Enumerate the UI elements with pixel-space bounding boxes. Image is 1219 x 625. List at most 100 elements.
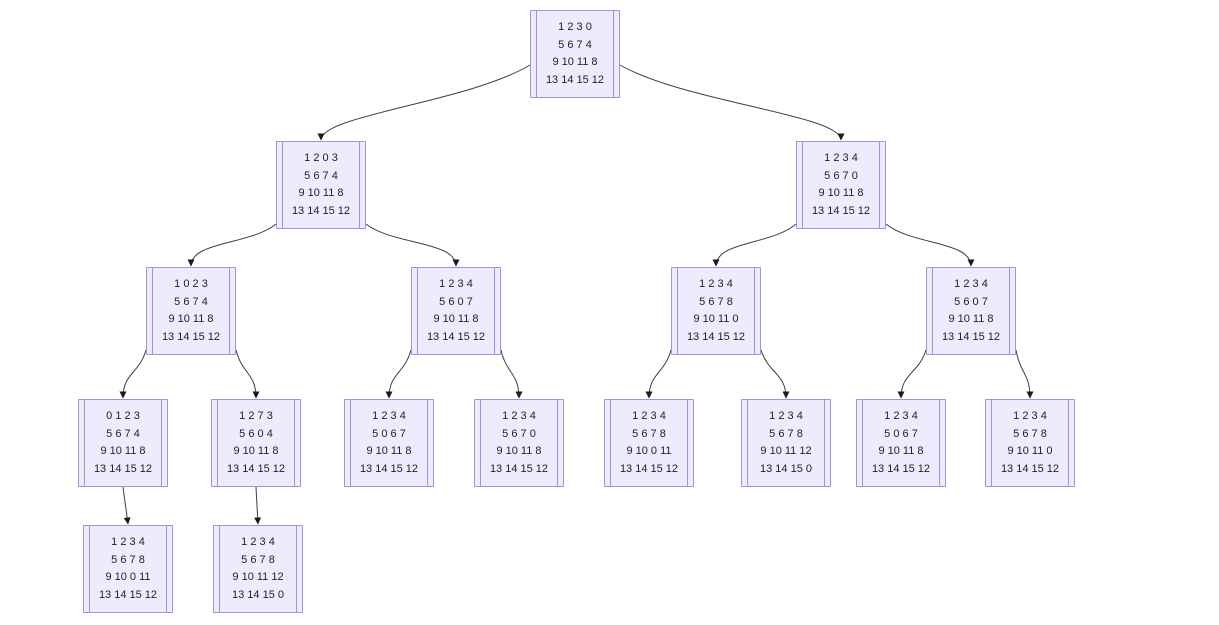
node-grid-row: 13 14 15 12	[359, 462, 419, 475]
tree-edge	[385, 349, 412, 399]
puzzle-grid: 1 2 3 0 5 6 7 4 9 10 11 8 13 14 15 12	[536, 11, 614, 97]
tree-edge	[500, 349, 523, 399]
tree-node: 1 2 3 4 5 6 7 8 9 10 11 0 13 14 15 12	[671, 267, 761, 355]
tree-edge	[897, 349, 927, 399]
puzzle-grid: 1 2 3 4 5 6 7 8 9 10 11 12 13 14 15 0	[219, 526, 297, 612]
node-grid-row: 13 14 15 12	[619, 462, 679, 475]
tree-edge	[365, 223, 460, 267]
node-grid-row: 13 14 15 12	[545, 73, 605, 86]
node-grid-row: 1 2 3 4	[241, 536, 275, 548]
node-grid-row: 9 10 11 0	[1007, 445, 1053, 457]
node-grid-row: 1 2 3 4	[1013, 410, 1047, 422]
node-grid-row: 9 10 11 8	[366, 445, 412, 457]
node-grid-row: 1 2 3 4	[824, 152, 858, 164]
node-grid-row: 9 10 11 8	[433, 313, 479, 325]
tree-node: 1 2 3 4 5 6 0 7 9 10 11 8 13 14 15 12	[411, 267, 501, 355]
node-grid-row: 1 2 0 3	[304, 152, 338, 164]
node-grid-row: 13 14 15 12	[1000, 462, 1060, 475]
tree-node: 1 2 3 4 5 6 7 8 9 10 0 11 13 14 15 12	[604, 399, 694, 487]
puzzle-grid: 1 2 3 4 5 6 7 8 9 10 0 11 13 14 15 12	[89, 526, 167, 612]
tree-edge	[235, 349, 260, 399]
tree-edge	[187, 223, 277, 267]
node-grid-row: 5 6 7 8	[241, 553, 275, 566]
node-grid-row: 1 2 3 4	[884, 410, 918, 422]
puzzle-grid: 1 2 3 4 5 6 7 0 9 10 11 8 13 14 15 12	[802, 142, 880, 228]
puzzle-grid: 1 2 3 4 5 6 7 8 9 10 11 0 13 14 15 12	[677, 268, 755, 354]
node-grid-row: 9 10 11 8	[948, 313, 994, 325]
tree-node: 1 2 3 4 5 6 7 8 9 10 11 12 13 14 15 0	[741, 399, 831, 487]
node-grid-row: 1 2 3 4	[372, 410, 406, 422]
tree-node: 1 2 3 4 5 0 6 7 9 10 11 8 13 14 15 12	[344, 399, 434, 487]
node-grid-row: 13 14 15 12	[226, 462, 286, 475]
node-grid-row: 5 6 7 0	[502, 427, 536, 440]
node-grid-row: 1 2 3 4	[439, 278, 473, 290]
puzzle-grid: 1 2 3 4 5 6 0 7 9 10 11 8 13 14 15 12	[417, 268, 495, 354]
node-grid-row: 5 6 7 4	[106, 427, 140, 440]
puzzle-grid: 1 2 3 4 5 6 7 8 9 10 0 11 13 14 15 12	[610, 400, 688, 486]
node-grid-row: 1 2 3 4	[502, 410, 536, 422]
node-grid-row: 1 0 2 3	[174, 278, 208, 290]
tree-edge	[254, 486, 262, 525]
node-grid-row: 5 6 0 7	[954, 295, 988, 308]
tree-node: 1 2 3 4 5 6 7 0 9 10 11 8 13 14 15 12	[474, 399, 564, 487]
node-grid-row: 9 10 11 8	[100, 445, 146, 457]
tree-edge	[119, 349, 147, 399]
tree-edge	[885, 223, 975, 267]
node-grid-row: 5 6 0 4	[239, 427, 273, 440]
tree-edge	[1015, 349, 1034, 399]
node-grid-row: 1 2 3 4	[769, 410, 803, 422]
node-grid-row: 13 14 15 12	[426, 330, 486, 343]
node-grid-row: 9 10 11 8	[878, 445, 924, 457]
puzzle-grid: 1 2 7 3 5 6 0 4 9 10 11 8 13 14 15 12	[217, 400, 295, 486]
node-grid-row: 5 6 7 8	[769, 427, 803, 440]
tree-node: 1 2 3 4 5 6 7 0 9 10 11 8 13 14 15 12	[796, 141, 886, 229]
node-grid-row: 9 10 11 0	[693, 313, 739, 325]
node-grid-row: 13 14 15 12	[161, 330, 221, 343]
node-grid-row: 5 6 7 4	[174, 295, 208, 308]
node-grid-row: 5 6 7 8	[1013, 427, 1047, 440]
node-grid-row: 1 2 3 4	[632, 410, 666, 422]
puzzle-grid: 1 2 3 4 5 6 7 8 9 10 11 0 13 14 15 12	[991, 400, 1069, 486]
tree-node: 1 2 3 4 5 6 0 7 9 10 11 8 13 14 15 12	[926, 267, 1016, 355]
node-grid-row: 13 14 15 0	[232, 588, 284, 601]
node-grid-row: 5 6 7 4	[558, 38, 592, 51]
puzzle-grid: 1 0 2 3 5 6 7 4 9 10 11 8 13 14 15 12	[152, 268, 230, 354]
puzzle-grid: 1 2 3 4 5 0 6 7 9 10 11 8 13 14 15 12	[350, 400, 428, 486]
node-grid-row: 0 1 2 3	[106, 410, 140, 422]
node-grid-row: 1 2 3 4	[111, 536, 145, 548]
node-grid-row: 13 14 15 0	[760, 462, 812, 475]
node-grid-row: 9 10 11 12	[760, 445, 812, 457]
tree-node: 1 2 3 4 5 6 7 8 9 10 11 0 13 14 15 12	[985, 399, 1075, 487]
node-grid-row: 13 14 15 12	[98, 588, 158, 601]
puzzle-grid: 0 1 2 3 5 6 7 4 9 10 11 8 13 14 15 12	[84, 400, 162, 486]
puzzle-grid: 1 2 3 4 5 6 7 0 9 10 11 8 13 14 15 12	[480, 400, 558, 486]
node-grid-row: 1 2 7 3	[239, 410, 273, 422]
tree-edge	[712, 223, 797, 267]
node-grid-row: 5 6 7 0	[824, 169, 858, 182]
puzzle-grid: 1 2 3 4 5 0 6 7 9 10 11 8 13 14 15 12	[862, 400, 940, 486]
node-grid-row: 1 2 3 4	[699, 278, 733, 290]
node-grid-row: 13 14 15 12	[489, 462, 549, 475]
tree-node: 1 2 3 4 5 6 7 8 9 10 11 12 13 14 15 0	[213, 525, 303, 613]
node-grid-row: 5 6 7 8	[699, 295, 733, 308]
node-grid-row: 13 14 15 12	[811, 204, 871, 217]
puzzle-grid: 1 2 3 4 5 6 7 8 9 10 11 12 13 14 15 0	[747, 400, 825, 486]
node-grid-row: 5 0 6 7	[372, 427, 406, 440]
tree-node: 1 2 0 3 5 6 7 4 9 10 11 8 13 14 15 12	[276, 141, 366, 229]
node-grid-row: 9 10 11 8	[168, 313, 214, 325]
tree-node: 1 2 3 0 5 6 7 4 9 10 11 8 13 14 15 12	[530, 10, 620, 98]
tree-node: 1 2 3 4 5 6 7 8 9 10 0 11 13 14 15 12	[83, 525, 173, 613]
tree-edge	[122, 486, 131, 525]
node-grid-row: 13 14 15 12	[686, 330, 746, 343]
tree-node: 1 0 2 3 5 6 7 4 9 10 11 8 13 14 15 12	[146, 267, 236, 355]
node-grid-row: 5 0 6 7	[884, 427, 918, 440]
node-grid-row: 9 10 0 11	[105, 571, 151, 583]
node-grid-row: 9 10 11 8	[496, 445, 542, 457]
node-grid-row: 13 14 15 12	[93, 462, 153, 475]
puzzle-grid: 1 2 3 4 5 6 0 7 9 10 11 8 13 14 15 12	[932, 268, 1010, 354]
node-grid-row: 9 10 11 8	[233, 445, 279, 457]
node-grid-row: 5 6 0 7	[439, 295, 473, 308]
node-grid-row: 5 6 7 8	[632, 427, 666, 440]
tree-node: 1 2 3 4 5 0 6 7 9 10 11 8 13 14 15 12	[856, 399, 946, 487]
